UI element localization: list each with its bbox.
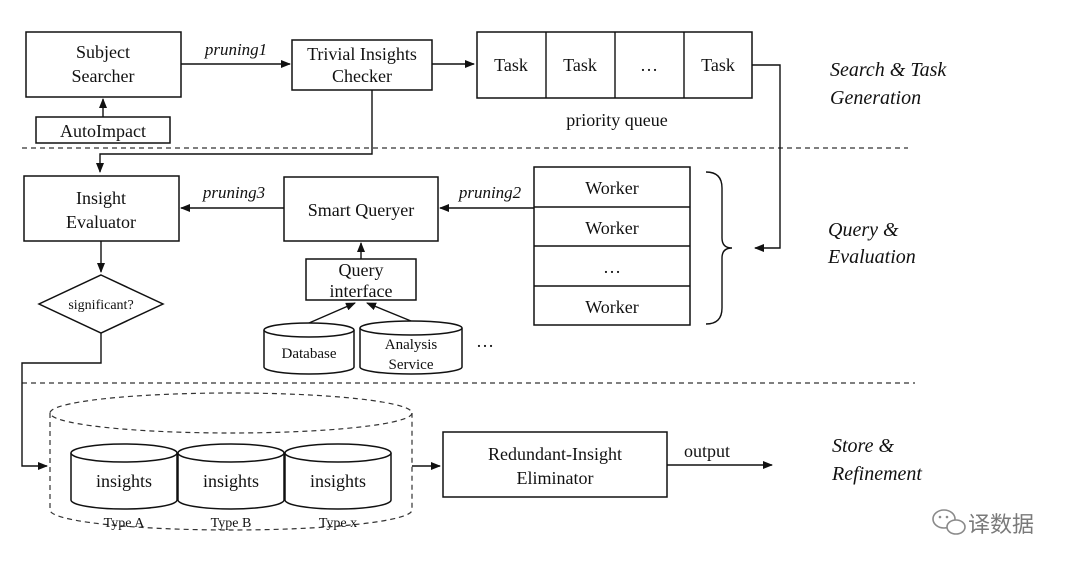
subject-searcher-box: Subject Searcher bbox=[25, 31, 182, 98]
arrow-decision-to-store bbox=[21, 333, 102, 470]
insights-label-a: insights bbox=[96, 471, 152, 491]
stage-title-query-2: Evaluation bbox=[827, 246, 916, 268]
stage-title-query-1: Query & bbox=[828, 219, 899, 241]
edge-label-pruning3: pruning3 bbox=[202, 183, 265, 202]
edge-label-pruning2: pruning2 bbox=[458, 183, 522, 202]
analysis-service-cylinder: Analysis Service bbox=[359, 320, 463, 375]
evaluator-label-2: Evaluator bbox=[66, 212, 136, 232]
evaluator-label-1: Insight bbox=[76, 188, 126, 208]
worker-pool-brace bbox=[705, 171, 733, 325]
database-cylinder: Database bbox=[263, 322, 355, 375]
insight-evaluator-box: Insight Evaluator bbox=[23, 175, 180, 242]
type-a-label: Type A bbox=[104, 516, 146, 531]
analysis-service-label-1: Analysis bbox=[385, 337, 438, 353]
checker-label-1: Trivial Insights bbox=[307, 44, 417, 64]
priority-queue-label: priority queue bbox=[566, 110, 667, 130]
insights-cylinder-type-x: insights bbox=[284, 443, 392, 510]
arrow-queue-to-workers bbox=[752, 64, 781, 252]
smart-queryer-box: Smart Queryer bbox=[283, 176, 439, 242]
checker-label-2: Checker bbox=[332, 66, 392, 86]
worker-pool: Worker Worker … Worker bbox=[533, 166, 691, 326]
queue-slot-task-3: Task bbox=[701, 55, 735, 75]
queue-slot-task-2: Task bbox=[563, 55, 597, 75]
stage-title-store-1: Store & bbox=[832, 435, 894, 457]
stage-title-search-1: Search & Task bbox=[830, 59, 947, 81]
wechat-icon bbox=[932, 509, 966, 535]
queue-slot-task-1: Task bbox=[494, 55, 528, 75]
insights-cylinder-type-a: insights bbox=[70, 443, 178, 510]
query-interface-label-2: interface bbox=[330, 281, 393, 301]
eliminator-label-2: Eliminator bbox=[517, 468, 594, 488]
worker-1: Worker bbox=[585, 178, 639, 198]
watermark-text: 译数据 bbox=[968, 513, 1034, 538]
type-x-label: Type x bbox=[319, 516, 357, 531]
insights-label-b: insights bbox=[203, 471, 259, 491]
stage-title-search-2: Generation bbox=[830, 87, 921, 109]
database-label: Database bbox=[282, 346, 337, 362]
arrow-checker-to-evaluator bbox=[96, 90, 373, 173]
autoimpact-box: AutoImpact bbox=[35, 116, 171, 144]
worker-3: Worker bbox=[585, 297, 639, 317]
analysis-service-label-2: Service bbox=[389, 357, 434, 373]
arrow-database-to-interface bbox=[308, 302, 356, 324]
subject-searcher-label-1: Subject bbox=[76, 42, 130, 62]
stage-title-store-2: Refinement bbox=[831, 463, 922, 485]
queue-slot-ellipsis: … bbox=[640, 55, 658, 75]
type-b-label: Type B bbox=[211, 516, 252, 531]
significant-decision: significant? bbox=[37, 274, 165, 334]
eliminator-label-1: Redundant-Insight bbox=[488, 444, 622, 464]
redundant-insight-eliminator-box: Redundant-Insight Eliminator bbox=[442, 431, 668, 498]
edge-label-pruning1: pruning1 bbox=[204, 40, 267, 59]
worker-2: Worker bbox=[585, 218, 639, 238]
insights-label-x: insights bbox=[310, 471, 366, 491]
significant-label: significant? bbox=[68, 298, 133, 313]
watermark: 译数据 bbox=[932, 509, 1034, 538]
worker-ellipsis: … bbox=[603, 257, 621, 277]
query-interface-box: Query interface bbox=[305, 258, 417, 301]
query-interface-label-1: Query bbox=[339, 260, 384, 280]
insight-store bbox=[49, 392, 413, 531]
edge-label-output: output bbox=[684, 441, 730, 461]
subject-searcher-label-2: Searcher bbox=[72, 66, 135, 86]
trivial-insights-checker-box: Trivial Insights Checker bbox=[291, 39, 433, 91]
arrow-service-to-interface bbox=[366, 302, 412, 322]
smart-queryer-label: Smart Queryer bbox=[308, 200, 414, 220]
priority-queue: Task Task … Task bbox=[476, 31, 753, 99]
insights-cylinder-type-b: insights bbox=[177, 443, 285, 510]
autoimpact-label: AutoImpact bbox=[60, 121, 146, 141]
more-sources-ellipsis: … bbox=[476, 331, 494, 351]
